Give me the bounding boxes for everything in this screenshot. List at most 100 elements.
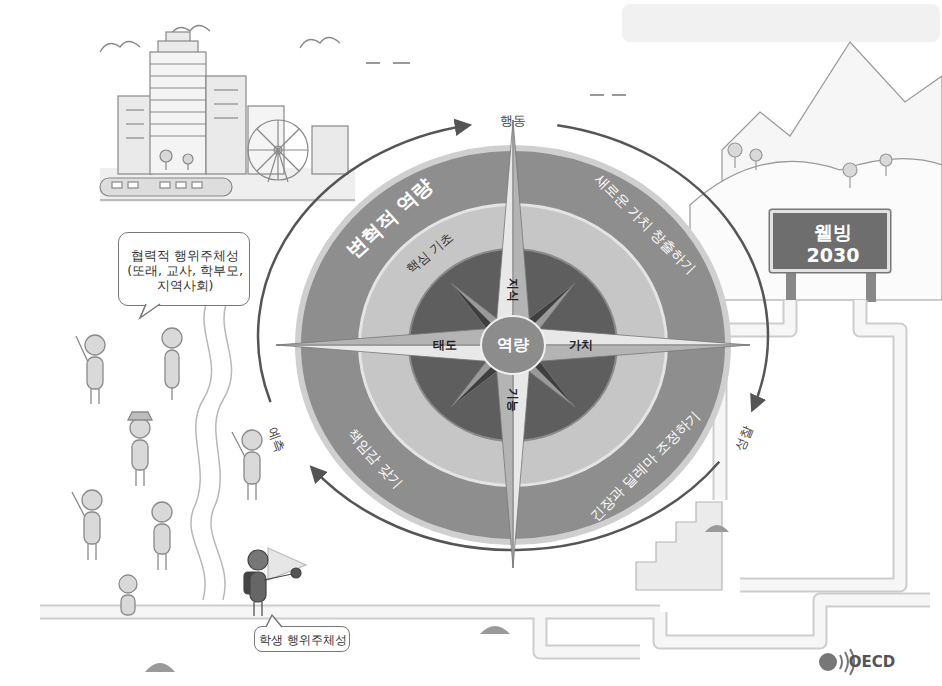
mountains bbox=[885, 166, 886, 176]
scan-smudge bbox=[622, 4, 940, 42]
city bbox=[312, 126, 348, 174]
city bbox=[160, 182, 170, 188]
scan-smudge bbox=[622, 4, 940, 42]
city bbox=[158, 41, 198, 53]
people bbox=[135, 470, 136, 486]
paths bbox=[740, 300, 900, 585]
bushes bbox=[705, 525, 729, 532]
city bbox=[100, 178, 232, 196]
river bbox=[191, 290, 212, 600]
city bbox=[150, 111, 206, 112]
cycle-label: 성찰 bbox=[732, 423, 756, 453]
people bbox=[165, 350, 179, 388]
people bbox=[244, 452, 260, 484]
city bbox=[150, 123, 206, 124]
oecd-logo-mark bbox=[840, 655, 842, 669]
river bbox=[211, 290, 232, 600]
compass-outer-ring-outline bbox=[298, 148, 728, 542]
student-figure bbox=[264, 574, 292, 580]
mountains bbox=[690, 42, 942, 300]
dash-marks bbox=[590, 94, 604, 96]
people bbox=[165, 554, 166, 570]
clouds bbox=[300, 38, 340, 49]
city bbox=[150, 99, 206, 100]
compass-point-label: 기능 bbox=[506, 388, 520, 412]
people bbox=[232, 432, 245, 457]
city bbox=[118, 96, 152, 174]
compass-point-label: 가치 bbox=[569, 338, 593, 352]
people bbox=[72, 492, 85, 517]
people bbox=[171, 388, 172, 400]
callout-tails bbox=[140, 304, 282, 627]
cycle-label: 행동 bbox=[500, 113, 526, 129]
city bbox=[214, 103, 238, 104]
compass-point-label: 지식 bbox=[506, 278, 520, 302]
center-label: 역량 bbox=[497, 335, 529, 354]
sign-posts bbox=[786, 270, 876, 302]
city bbox=[214, 117, 238, 118]
box-text: 학생 행위주체성 bbox=[259, 633, 347, 647]
compass-foundation-ring: 핵심 기초지식태도가치기능역량 bbox=[358, 203, 668, 487]
dash-marks bbox=[612, 94, 626, 96]
mountains bbox=[734, 157, 735, 168]
compass-point-label: 태도 bbox=[433, 338, 457, 352]
people bbox=[255, 484, 256, 500]
sign-posts bbox=[786, 270, 796, 302]
people bbox=[72, 328, 262, 615]
city bbox=[150, 135, 206, 136]
mountains bbox=[750, 149, 762, 161]
city bbox=[165, 162, 166, 170]
staircase bbox=[636, 502, 722, 590]
staircase bbox=[636, 502, 722, 590]
student-figure bbox=[250, 572, 266, 602]
cycle-label: 예측 bbox=[264, 425, 288, 455]
city bbox=[160, 150, 172, 162]
mountains bbox=[849, 177, 850, 188]
river bbox=[191, 290, 232, 600]
city bbox=[100, 32, 355, 202]
city bbox=[192, 182, 202, 188]
dash-marks bbox=[393, 62, 410, 64]
people bbox=[87, 544, 88, 560]
mountains bbox=[728, 143, 742, 157]
city bbox=[150, 75, 206, 76]
city bbox=[206, 76, 246, 174]
clouds bbox=[100, 42, 140, 53]
compass-core-disc: 지식태도 가치기능 역량 bbox=[408, 248, 618, 442]
people bbox=[98, 389, 99, 404]
city bbox=[278, 150, 288, 182]
student-figure bbox=[291, 568, 301, 578]
people bbox=[90, 389, 91, 404]
compass-core-disc-outline bbox=[409, 249, 617, 441]
callout-tails bbox=[140, 304, 160, 318]
paths bbox=[660, 600, 930, 642]
sign-text: 웰빙 2030 bbox=[793, 221, 873, 267]
compass-center-outline bbox=[481, 316, 545, 374]
clouds bbox=[100, 26, 870, 75]
people bbox=[76, 336, 88, 362]
people bbox=[143, 470, 144, 486]
paths bbox=[660, 600, 930, 642]
wellbeing-sign: 웰빙 2030 bbox=[770, 210, 890, 272]
city bbox=[128, 182, 138, 188]
dash-marks bbox=[366, 63, 626, 95]
city bbox=[183, 154, 193, 164]
dash-marks bbox=[366, 62, 380, 64]
city bbox=[187, 164, 188, 170]
oecd-logo-mark bbox=[845, 652, 848, 672]
city bbox=[150, 87, 206, 88]
student-figure bbox=[244, 548, 306, 616]
people bbox=[87, 357, 103, 389]
bushes bbox=[480, 626, 510, 634]
compass-rose bbox=[276, 120, 750, 568]
city bbox=[214, 89, 238, 90]
student-figure bbox=[253, 602, 254, 616]
mountains bbox=[880, 154, 892, 166]
mountains bbox=[843, 163, 857, 177]
people bbox=[154, 524, 170, 554]
people bbox=[162, 328, 182, 348]
bushes bbox=[145, 663, 175, 672]
mountains bbox=[690, 159, 942, 300]
student-figure bbox=[248, 550, 268, 570]
